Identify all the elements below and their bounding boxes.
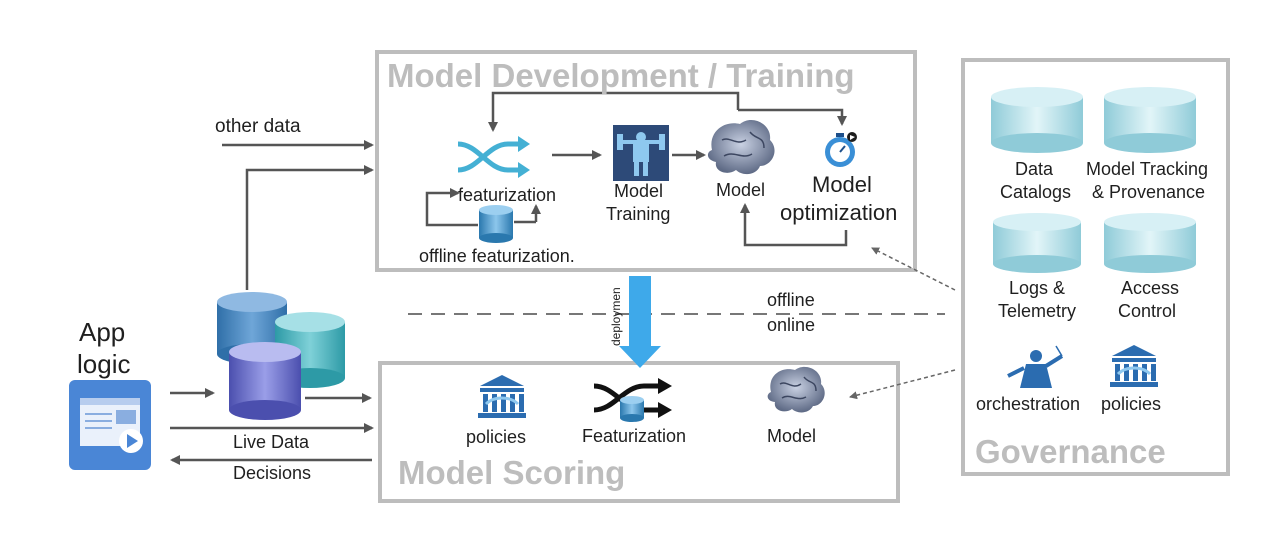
model-tracking-label-line2: & Provenance <box>1092 182 1206 202</box>
model-brain-icon <box>707 119 775 175</box>
scoring-title: Model Scoring <box>398 454 626 491</box>
governance-title: Governance <box>975 433 1166 470</box>
optimization-to-model-arrow <box>740 203 848 247</box>
orchestration-label: orchestration <box>976 394 1081 414</box>
featurization-label: featurization <box>458 185 557 205</box>
scoring-featurization-db-icon <box>620 396 644 422</box>
governance-to-dev-arrow <box>871 247 956 291</box>
online-label: online <box>767 315 816 335</box>
logs-telemetry-db-icon <box>993 213 1081 273</box>
top-feedback-loop <box>488 91 740 132</box>
governance-policies-label: policies <box>1101 394 1162 414</box>
scoring-model-label: Model <box>767 426 817 446</box>
policies-icon <box>478 375 526 418</box>
logs-label-line1: Logs & <box>1009 278 1066 298</box>
optimization-label-line2: optimization <box>780 200 898 225</box>
shuffle-icon <box>457 136 530 178</box>
access-control-db-icon <box>1104 213 1196 273</box>
app-label-line2: logic <box>77 349 131 379</box>
stopwatch-icon <box>825 132 857 167</box>
development-title: Model Development / Training <box>387 57 855 94</box>
offline-feat-loop-arrow <box>425 188 478 227</box>
model-label: Model <box>716 180 766 200</box>
app-label-line1: App <box>79 317 126 347</box>
development-box <box>375 50 917 272</box>
data-catalogs-db-icon <box>991 87 1083 153</box>
model-training-label-line1: Model <box>614 181 664 201</box>
model-tracking-db-icon <box>1104 87 1196 153</box>
data-catalogs-label-line1: Data <box>1015 159 1054 179</box>
deployment-label: deploymen <box>609 287 623 346</box>
datastore-to-dev-arrow <box>245 165 374 290</box>
access-label-line2: Control <box>1118 301 1177 321</box>
decisions-label: Decisions <box>233 463 312 483</box>
live-data-label: Live Data <box>233 432 310 452</box>
governance-to-scoring-arrow <box>849 369 956 400</box>
optimization-label-line1: Model <box>812 172 872 197</box>
data-catalogs-label-line2: Catalogs <box>1000 182 1072 202</box>
governance-box <box>961 58 1230 476</box>
orchestration-conductor-icon <box>1007 345 1064 388</box>
scoring-model-brain-icon <box>767 366 825 413</box>
offline-featurization-label: offline featurization. <box>419 246 575 266</box>
other-data-label: other data <box>215 116 301 137</box>
model-training-icon <box>613 125 669 181</box>
scoring-policies-label: policies <box>466 427 527 447</box>
offline-label: offline <box>767 290 815 310</box>
governance-policies-icon <box>1110 345 1158 387</box>
offline-featurization-db-icon <box>479 205 513 243</box>
app-logic-icon <box>69 380 151 470</box>
logs-label-line2: Telemetry <box>998 301 1077 321</box>
scoring-featurization-label: Featurization <box>582 426 687 446</box>
data-store-purple <box>229 342 301 420</box>
model-tracking-label-line1: Model Tracking <box>1086 159 1209 179</box>
model-training-label-line2: Training <box>606 204 671 224</box>
top-to-optimization-arrow <box>738 108 847 126</box>
deployment-arrow <box>619 276 661 368</box>
access-label-line1: Access <box>1121 278 1180 298</box>
